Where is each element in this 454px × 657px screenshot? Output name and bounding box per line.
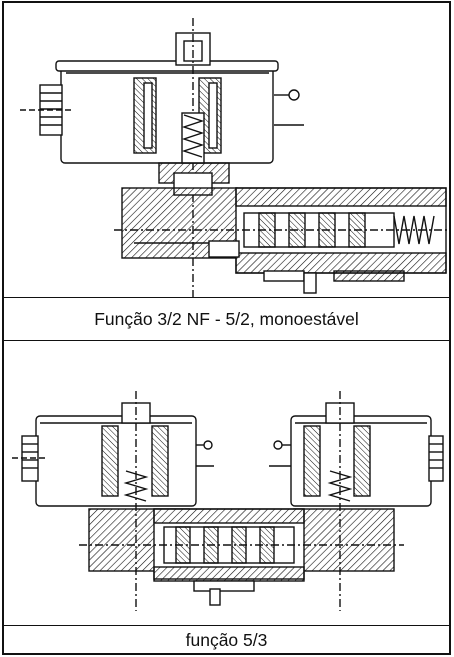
solenoid-housing bbox=[60, 62, 274, 164]
caption-monostable: Função 3/2 NF - 5/2, monoestável bbox=[4, 297, 449, 341]
drawing-5-3-valve bbox=[4, 341, 449, 625]
drawing-monostable-valve bbox=[4, 3, 449, 297]
caption-5-3: função 5/3 bbox=[4, 625, 449, 655]
